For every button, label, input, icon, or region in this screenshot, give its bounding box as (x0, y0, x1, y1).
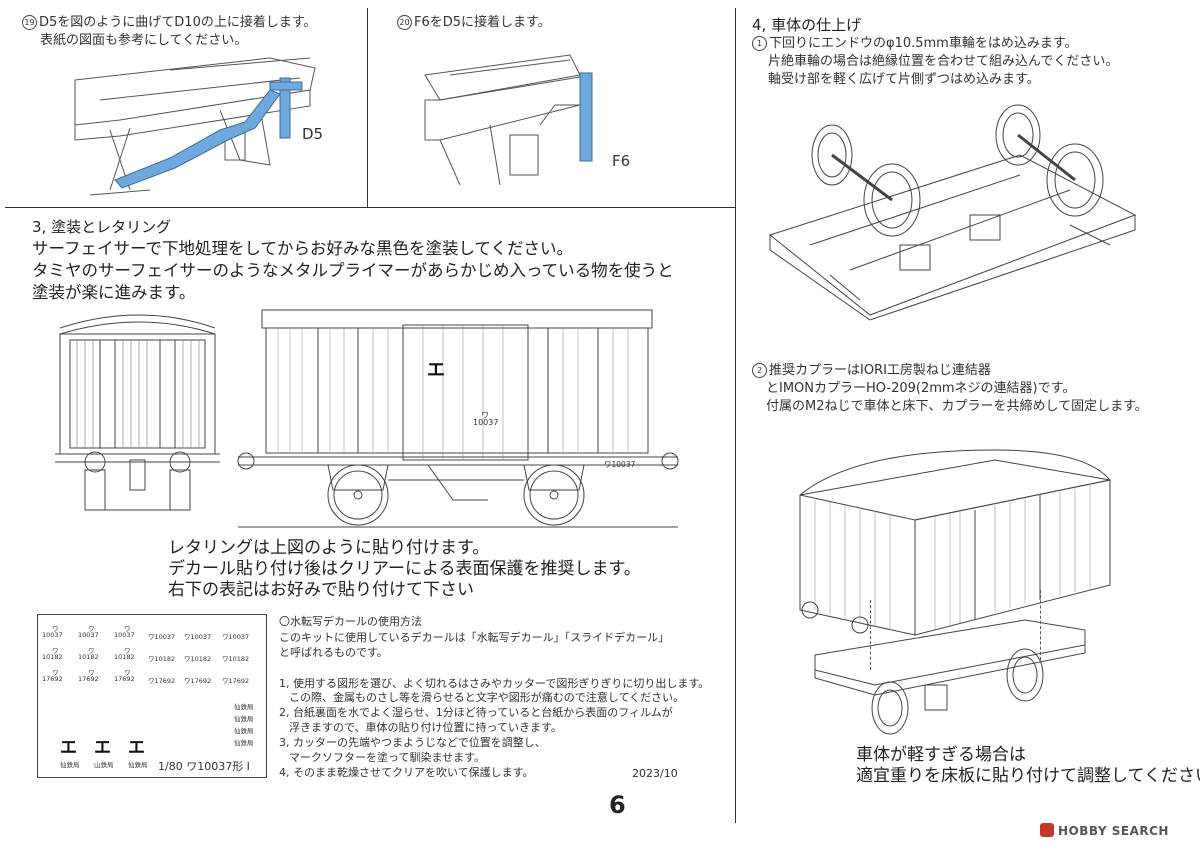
step19-illustration (74, 57, 316, 196)
decal-help-step-3b: マークソフターを塗って馴染ませます。 (289, 751, 486, 764)
section3-line3: 塗装が楽に進みます。 (32, 283, 196, 302)
decal-number: 10037 (114, 631, 135, 639)
decal-right-label-2: 仙鉄局 (234, 715, 254, 723)
section4-step1-text1: 下回りにエンドウのφ10.5mm車輪をはめ込みます。 (769, 36, 1078, 51)
decal-help-step-3: 3, カッターの先端やつまようじなどで位置を調整し、 (279, 736, 546, 749)
section4-step2-line3: 付属のM2ねじで車体と床下、カプラーを共締めして固定します。 (766, 399, 1148, 414)
decal-number: ワ17692 (148, 677, 176, 685)
decal-mark-2: エ (94, 738, 111, 758)
decal-kana: ワ (88, 625, 95, 633)
watermark-text: HOBBY SEARCH (1058, 824, 1169, 838)
section4-title: 4, 車体の仕上げ (752, 16, 862, 34)
step19-20-divider (367, 8, 368, 207)
decal-help-title: 〇水転写デカールの使用方法 (279, 615, 422, 628)
decal-number: ワ10037 (148, 633, 176, 641)
car-kana: ワ (481, 411, 489, 420)
car-number: 10037 (473, 418, 499, 427)
decal-right-label-1: 仙鉄局 (234, 703, 254, 711)
decal-bottom-label-3: 仙鉄局 (128, 761, 148, 769)
decal-number: ワ10182 (184, 655, 212, 663)
section4-note-2: 適宜重りを床板に貼り付けて調整してください。 (856, 766, 1200, 786)
section4-note-1: 車体が軽すぎる場合は (856, 745, 1026, 765)
section3-line2: タミヤのサーフェイサーのようなメタルプライマーがあらかじめ入っている物を使うと (32, 261, 674, 280)
step20-line1: F6をD5に接着します。 (414, 15, 551, 30)
step19-part-label: D5 (302, 125, 324, 143)
section4-step2-line2: とIMONカプラーHO-209(2mmネジの連結器)です。 (766, 381, 1076, 396)
lettering-line2: デカール貼り付け後はクリアーによる表面保護を推奨します。 (168, 559, 641, 579)
decal-number: ワ17692 (184, 677, 212, 685)
section4-step1-line3: 軸受け部を軽く広げて片側ずつはめ込みます。 (768, 72, 1040, 87)
document-date: 2023/10 (632, 767, 678, 780)
assembly-guide-line-left (870, 600, 871, 670)
section3-line1: サーフェイサーで下地処理をしてからお好みな黒色を塗装してください。 (32, 239, 574, 258)
decal-help-step-1b: この際、金属ものさし等を滑らせると文字や図形が痛むので注意してください。 (289, 691, 685, 704)
decal-number: ワ17692 (222, 677, 250, 685)
decal-bottom-label-1: 仙鉄局 (60, 761, 80, 769)
section3-title: 3, 塗装とレタリング (32, 218, 172, 236)
decal-right-label-4: 仙鉄局 (234, 739, 254, 747)
decal-kana: ワ (88, 669, 95, 677)
lettering-line1: レタリングは上図のように貼り付けます。 (168, 538, 490, 558)
decal-number: 10037 (42, 631, 63, 639)
step20-illustration (424, 54, 593, 186)
decal-mark-1: エ (60, 738, 77, 758)
decal-help-step-4: 4, そのまま乾燥させてクリアを吹いて保護します。 (279, 766, 534, 779)
decal-bottom-label-2: 山鉄局 (94, 761, 114, 769)
column-divider (735, 8, 736, 823)
decal-number: 10037 (78, 631, 99, 639)
decal-kana: ワ (124, 625, 131, 633)
car-small-mark: ワ10037 (604, 460, 636, 469)
decal-number: ワ10182 (148, 655, 176, 663)
decal-caption: 1/80 ワ10037形 I (158, 760, 250, 773)
decal-help-step-2: 2, 台紙裏面を水でよく湿らせ、1分ほど待っていると台紙から表面のフィルムが (279, 706, 673, 719)
step19-line2: 表紙の図面も参考にしてください。 (40, 33, 248, 48)
decal-mark-3: エ (128, 738, 145, 758)
decal-kana: ワ (52, 625, 59, 633)
decal-help-step-2b: 浮きますので、車体の貼り付け位置に持っていきます。 (289, 721, 562, 734)
watermark: HOBBY SEARCH (1040, 820, 1169, 839)
decal-number: 10182 (78, 653, 99, 661)
step20-part-label: F6 (612, 152, 631, 170)
top-left-divider (5, 207, 735, 208)
decal-kana: ワ (88, 647, 95, 655)
decal-number: ワ10037 (222, 633, 250, 641)
lettering-line3: 右下の表記はお好みで貼り付けて下さい (168, 580, 474, 600)
wagon-side-view (237, 309, 679, 528)
decal-right-label-3: 仙鉄局 (234, 727, 254, 735)
decal-number: 17692 (42, 675, 63, 683)
decal-number: ワ10037 (184, 633, 212, 641)
decal-number: ワ10182 (222, 655, 250, 663)
step19-line1: D5を図のように曲げてD10の上に接着します。 (39, 15, 317, 30)
decal-help-intro-1: このキットに使用しているデカールは「水転写デカール」「スライドデカール」 (279, 631, 670, 644)
decal-help-intro-2: と呼ばれるものです。 (279, 646, 388, 659)
decal-number: 17692 (114, 675, 135, 683)
step19-number: 19 (22, 15, 37, 30)
car-mark: エ (427, 360, 445, 381)
section4-step2-number: 2 (752, 363, 767, 378)
decal-number: 10182 (42, 653, 63, 661)
decal-number: 17692 (78, 675, 99, 683)
section4-step2-text1: 推奨カプラーはIORI工房製ねじ連結器 (769, 363, 991, 378)
page-number: 6 (609, 791, 626, 819)
decal-kana: ワ (52, 647, 59, 655)
section4-step1-line2: 片絶車輪の場合は絶縁位置を合わせて組み込んでください。 (768, 54, 1119, 69)
wagon-end-view (55, 314, 220, 511)
decal-help-step-1: 1, 使用する図形を選び、よく切れるはさみやカッターで図形ぎりぎりに切り出します… (279, 677, 710, 690)
decal-number: 10182 (114, 653, 135, 661)
decal-kana: ワ (124, 647, 131, 655)
step20-number: 20 (397, 15, 412, 30)
underframe-with-wheels (768, 104, 1137, 321)
section4-step1-number: 1 (752, 36, 767, 51)
watermark-logo-icon (1040, 823, 1054, 837)
body-and-floor-assembly (799, 449, 1111, 735)
decal-kana: ワ (124, 669, 131, 677)
decal-kana: ワ (52, 669, 59, 677)
assembly-guide-line-right (1040, 590, 1041, 660)
